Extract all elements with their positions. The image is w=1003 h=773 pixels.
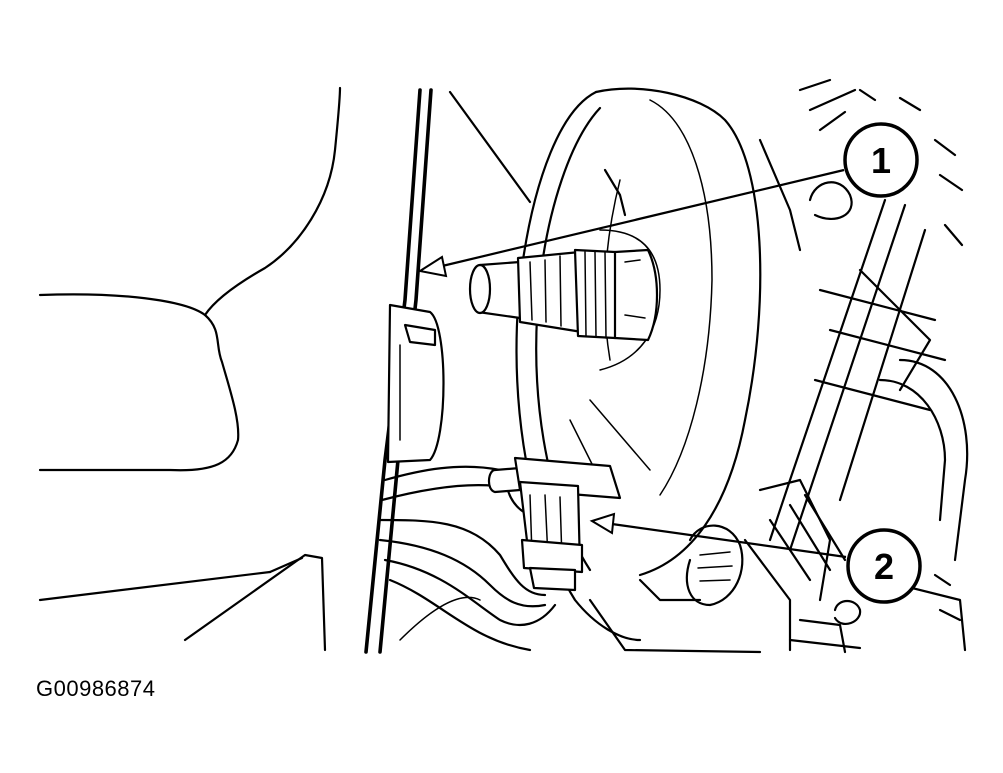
callout-2: 2 [846, 528, 922, 604]
callout-1-label: 1 [871, 140, 891, 181]
arrowhead-2 [589, 512, 616, 535]
figure-id-label: G00986874 [36, 676, 156, 701]
lower-motor-mount [588, 524, 792, 654]
blower-motor-hub [468, 248, 659, 342]
callout-2-label: 2 [874, 546, 894, 587]
dash-trim-outline [38, 86, 342, 652]
callout-1: 1 [843, 122, 919, 198]
resistor-block [386, 303, 445, 464]
electrical-connector [487, 456, 622, 592]
callout-2-leader [589, 512, 847, 559]
blower-housing [448, 87, 762, 642]
arrowhead-1 [417, 255, 448, 278]
callout-1-leader [417, 168, 845, 278]
